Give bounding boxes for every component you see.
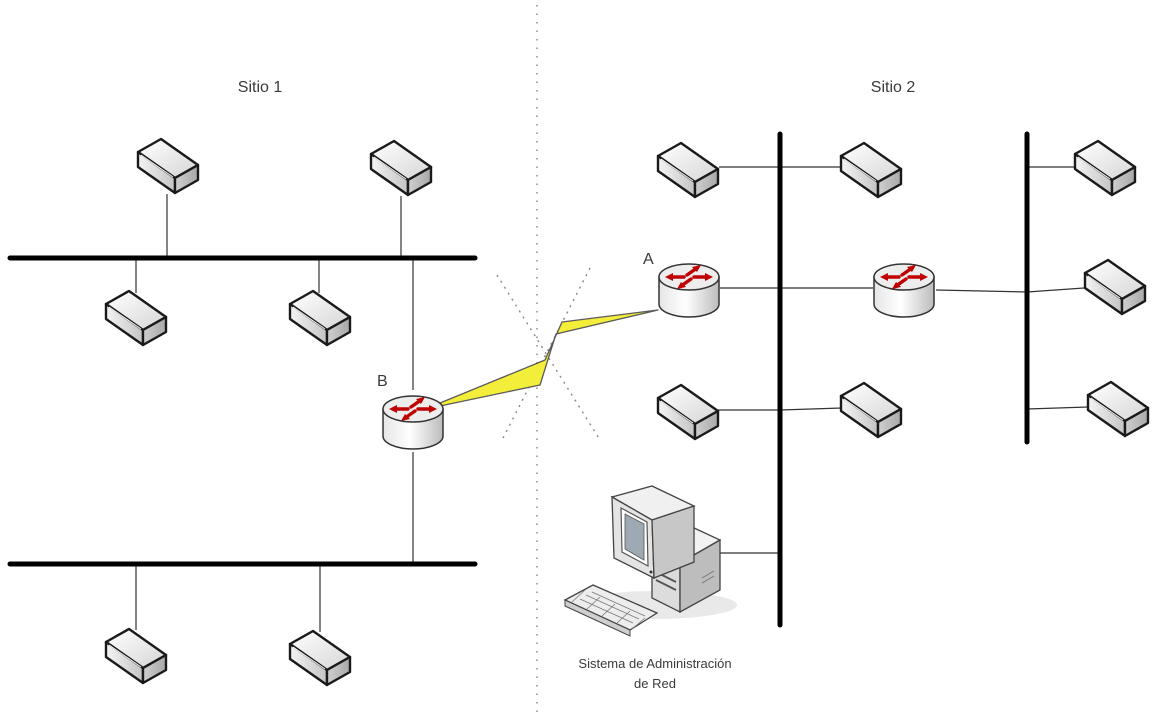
lightning-link-icon <box>439 309 659 407</box>
site2-label: Sitio 2 <box>871 79 916 96</box>
site2-wires <box>715 166 1089 554</box>
nms-label-line1: Sistema de Administración <box>578 656 731 671</box>
host-box-icon <box>369 139 433 197</box>
host-box-icon <box>1086 380 1150 438</box>
site1-label: Sitio 1 <box>238 79 283 96</box>
router-icon <box>381 394 445 451</box>
host-box-icon <box>288 629 352 687</box>
host-box-icon <box>839 141 903 199</box>
workstation-icon <box>563 485 737 637</box>
host-box-icon <box>104 627 168 685</box>
nms-label-line2: de Red <box>634 676 676 691</box>
host-box-icon <box>136 137 200 195</box>
wan-burst <box>496 267 601 441</box>
host-box-icon <box>656 383 720 441</box>
router-b-label: B <box>377 373 388 390</box>
host-box-icon <box>839 381 903 439</box>
host-box-icon <box>1073 139 1137 197</box>
host-box-icon <box>288 289 352 347</box>
router-icon <box>872 262 936 319</box>
host-box-icon <box>104 289 168 347</box>
router-icon <box>657 262 721 319</box>
host-box-icon <box>656 141 720 199</box>
site1-wires <box>135 194 414 632</box>
router-a-label: A <box>643 251 654 268</box>
host-box-icon <box>1083 258 1147 316</box>
